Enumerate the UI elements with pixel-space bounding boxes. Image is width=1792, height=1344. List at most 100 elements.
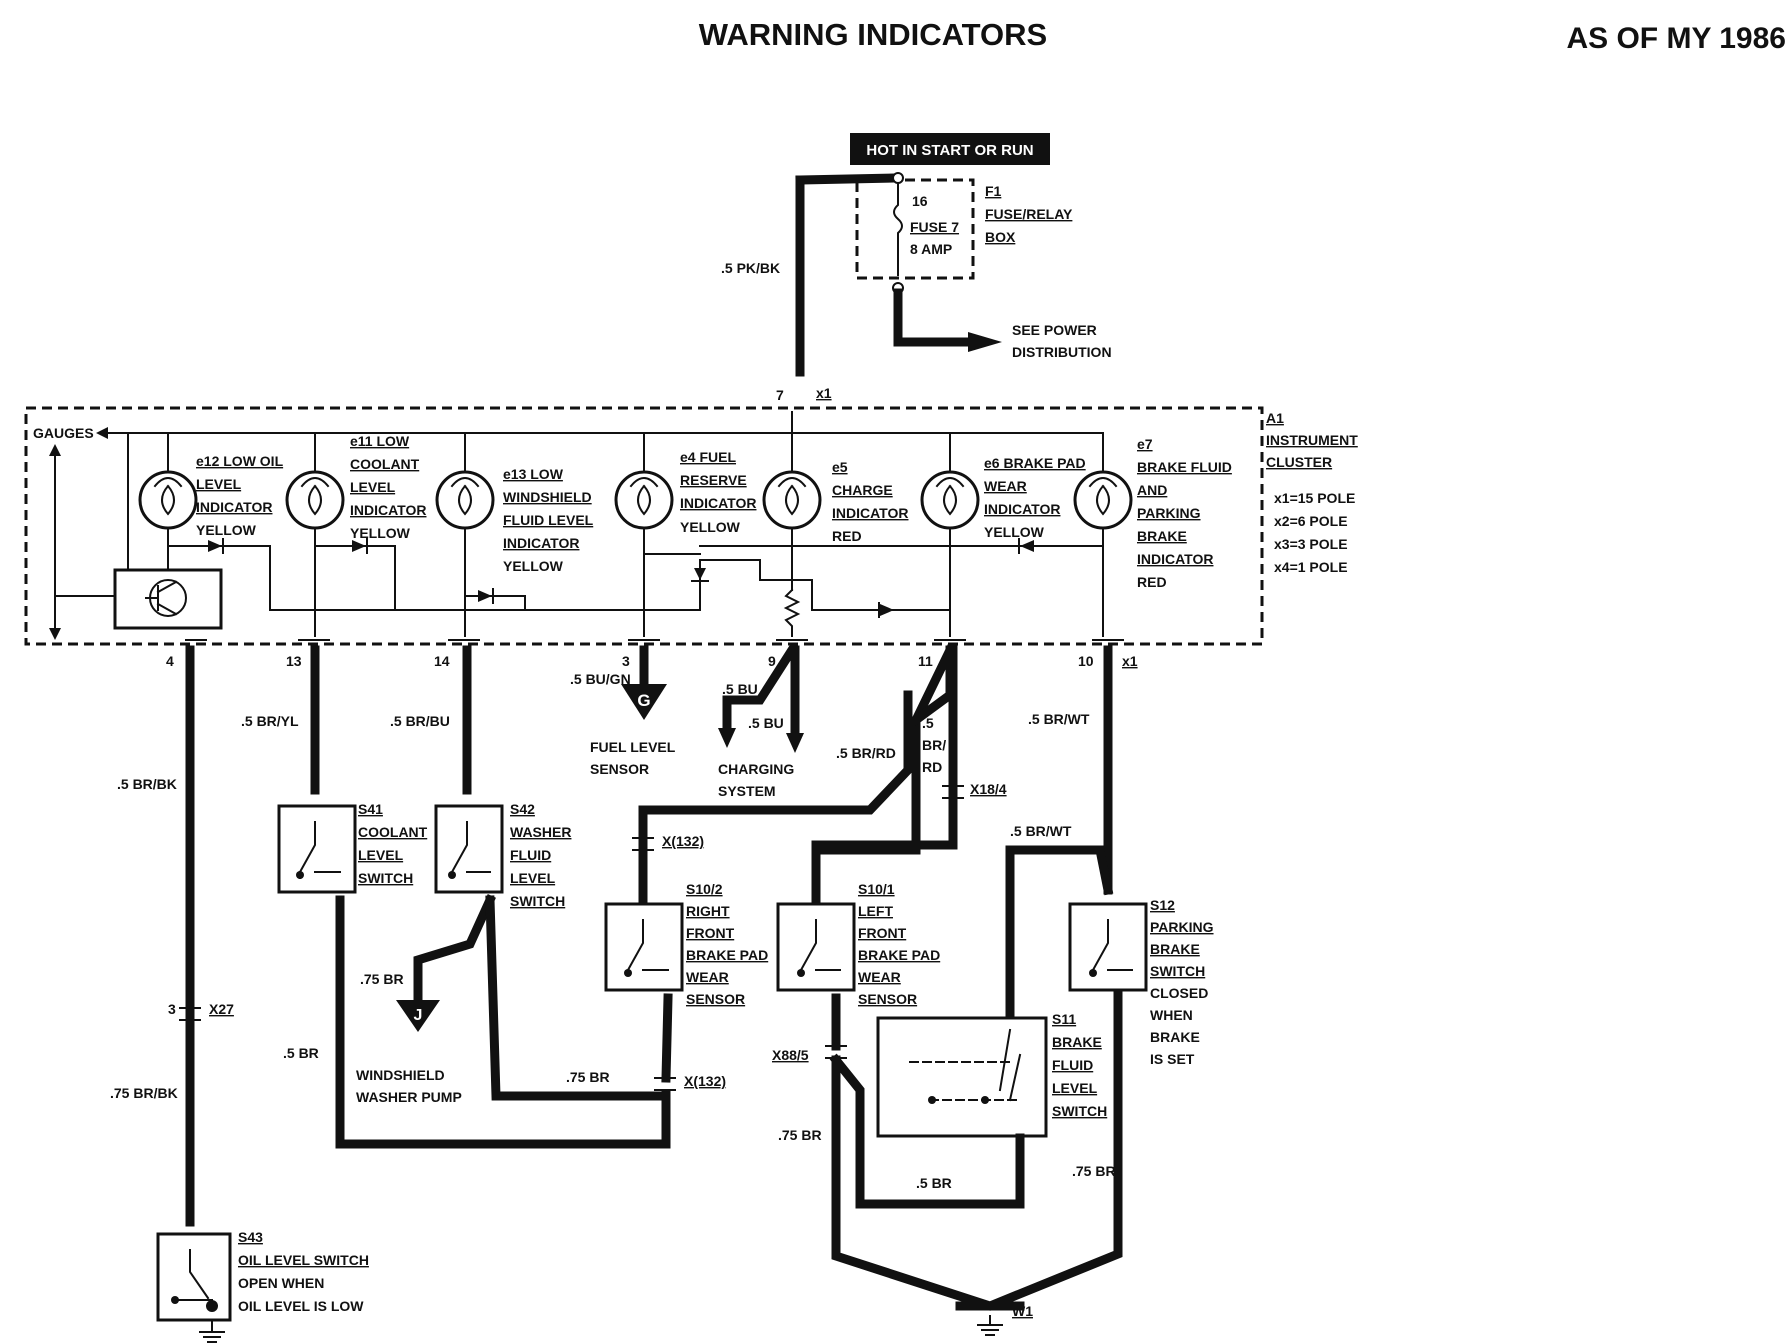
- diode-3-icon: [478, 590, 492, 602]
- e6-line-1: e6 BRAKE PAD: [984, 455, 1086, 471]
- instrument-cluster-boundary: [24, 406, 1264, 646]
- s12-line-6: WHEN: [1150, 1007, 1193, 1023]
- e13-line-3: FLUID LEVEL: [503, 512, 594, 528]
- fuse-name: FUSE 7: [910, 219, 959, 235]
- connector-x2: x2=6 POLE: [1274, 513, 1348, 529]
- s10-2-line-3: FRONT: [686, 925, 735, 941]
- e7-line-3: AND: [1137, 482, 1167, 498]
- diode-2-icon: [352, 540, 366, 552]
- s42-line-3: FLUID: [510, 847, 551, 863]
- pin-14: 14: [434, 653, 450, 669]
- fuse-relay-box: [855, 178, 975, 280]
- label-s43: S43 OIL LEVEL SWITCH OPEN WHEN OIL LEVEL…: [238, 1229, 369, 1314]
- e12-line-2: LEVEL: [196, 476, 242, 492]
- washer-pump-line-1: WINDSHIELD: [356, 1067, 445, 1083]
- gauges-label: GAUGES: [33, 425, 94, 441]
- connector-x4: x4=1 POLE: [1274, 559, 1348, 575]
- switch-s10-2: [604, 902, 684, 992]
- e6-line-2: WEAR: [984, 478, 1027, 494]
- power-distribution-arrow: [968, 332, 1002, 352]
- s11-line-2: BRAKE: [1052, 1034, 1102, 1050]
- e5-line-1: e5: [832, 459, 848, 475]
- switch-s12: [1068, 902, 1148, 992]
- wire-label-washer-ret: .75 BR: [566, 1069, 610, 1085]
- s43-line-2: OIL LEVEL SWITCH: [238, 1252, 369, 1268]
- e12-line-3: INDICATOR: [196, 499, 272, 515]
- s10-2-line-2: RIGHT: [686, 903, 730, 919]
- ground-j-arrow: [396, 1000, 440, 1032]
- diode-network: [167, 545, 1104, 611]
- power-distribution-wire: [893, 288, 975, 347]
- wire-brake-pad: [811, 643, 957, 905]
- lamp-e11-icon: [285, 432, 345, 637]
- fuse-rating: 8 AMP: [910, 241, 952, 257]
- e12-color: YELLOW: [196, 522, 257, 538]
- gauge-down-arrow: [49, 628, 61, 640]
- bottom-connector: x1: [1122, 653, 1138, 669]
- connector-pills: [179, 785, 964, 1091]
- wire-label-coolant-gnd: .5 BR: [283, 1045, 319, 1061]
- x88-label: X88/5: [772, 1047, 809, 1063]
- s41-line-1: S41: [358, 801, 383, 817]
- e4-line-2: RESERVE: [680, 472, 747, 488]
- e7-color: RED: [1137, 574, 1167, 590]
- fuel-sensor-line-2: SENSOR: [590, 761, 649, 777]
- ground-s43-icon: [199, 1319, 225, 1343]
- e11-line-3: LEVEL: [350, 479, 396, 495]
- charge-arrow-a: [718, 728, 736, 748]
- s12-line-3: BRAKE: [1150, 941, 1200, 957]
- top-pin-number: 7: [776, 387, 784, 403]
- wire-label-w3: .5 BU/GN: [570, 671, 631, 687]
- cluster-title-line-1: A1: [1266, 410, 1284, 426]
- see-power-line-2: DISTRIBUTION: [1012, 344, 1112, 360]
- charging-line-2: SYSTEM: [718, 783, 776, 799]
- label-s41: S41 COOLANT LEVEL SWITCH: [358, 801, 428, 886]
- switch-s42: [434, 804, 504, 894]
- coolant-ground-wire: [335, 895, 671, 1149]
- cluster-title-line-3: CLUSTER: [1266, 454, 1332, 470]
- fuse-box-line-3: BOX: [985, 229, 1016, 245]
- connector-x3: x3=3 POLE: [1274, 536, 1348, 552]
- model-year-stamp: AS OF MY 1986: [1566, 22, 1786, 55]
- wire-label-s11-gnd: .5 BR: [916, 1175, 952, 1191]
- switch-s41: [277, 804, 357, 894]
- e7-line-5: BRAKE: [1137, 528, 1187, 544]
- s42-line-4: LEVEL: [510, 870, 556, 886]
- pin-3: 3: [622, 653, 630, 669]
- indicator-e6-label: e6 BRAKE PAD WEAR INDICATOR YELLOW: [984, 455, 1086, 540]
- label-s11: S11 BRAKE FLUID LEVEL SWITCH: [1052, 1011, 1107, 1119]
- lamp-e6-icon: [920, 432, 980, 637]
- e11-line-4: INDICATOR: [350, 502, 426, 518]
- wire-label-w11a: .5: [922, 715, 934, 731]
- s41-line-2: COOLANT: [358, 824, 428, 840]
- diode-5-icon: [880, 604, 894, 616]
- e6-line-3: INDICATOR: [984, 501, 1060, 517]
- e13-line-2: WINDSHIELD: [503, 489, 592, 505]
- s10-2-line-1: S10/2: [686, 881, 723, 897]
- indicator-e4-label: e4 FUEL RESERVE INDICATOR YELLOW: [680, 449, 756, 535]
- s10-1-line-2: LEFT: [858, 903, 893, 919]
- s10-2-line-5: WEAR: [686, 969, 729, 985]
- washer-return-wire: [485, 895, 671, 1101]
- x27-pill: [179, 1007, 201, 1021]
- s12-line-4: SWITCH: [1150, 963, 1205, 979]
- e11-color: YELLOW: [350, 525, 411, 541]
- e4-line-1: e4 FUEL: [680, 449, 736, 465]
- e6-color: YELLOW: [984, 524, 1045, 540]
- left-pad-return: [829, 993, 1025, 1209]
- ground-g-label: G: [637, 691, 650, 710]
- wire-label-w9b: .5 BU: [748, 715, 784, 731]
- s10-2-line-6: SENSOR: [686, 991, 745, 1007]
- s11-line-5: SWITCH: [1052, 1103, 1107, 1119]
- wire-label-left-gnd: .75 BR: [778, 1127, 822, 1143]
- washer-pump-line-2: WASHER PUMP: [356, 1089, 462, 1105]
- indicator-e12-label: e12 LOW OIL LEVEL INDICATOR YELLOW: [196, 453, 284, 538]
- wire-brake-left: [811, 645, 958, 907]
- x27-label: X27: [209, 1001, 234, 1017]
- fuel-ground-arrow: [621, 684, 667, 720]
- switch-s43: [156, 1232, 232, 1322]
- wire-label-w10: .5 BR/WT: [1028, 711, 1090, 727]
- feed-wire-label: .5 PK/BK: [721, 260, 780, 276]
- right-pad-return: [661, 993, 673, 1083]
- connector-x1: x1=15 POLE: [1274, 490, 1355, 506]
